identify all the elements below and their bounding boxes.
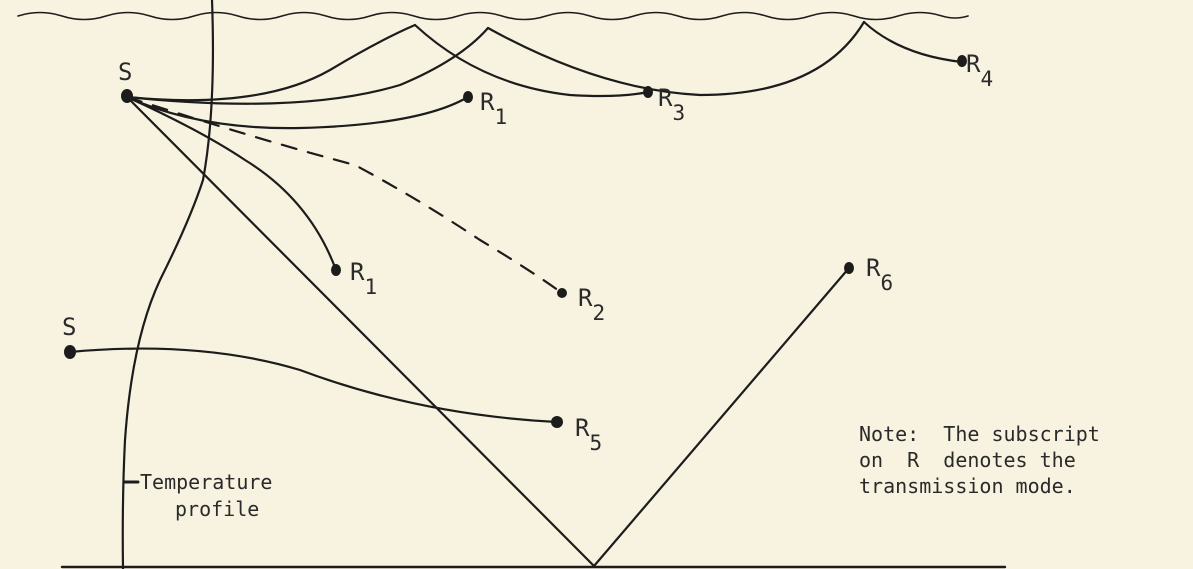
receiver-label-r3: R3 (658, 84, 685, 125)
sea-surface (17, 11, 969, 21)
receiver-label-r6: R6 (866, 254, 893, 295)
receiver-point-r2 (557, 288, 567, 298)
note-line-3: transmission mode. (859, 474, 1076, 498)
receiver-label-r1-upper: R1 (480, 88, 507, 129)
receiver-point-r5 (551, 416, 563, 428)
receiver-label-r4: R4 (966, 50, 993, 91)
path-mode-4-a (486, 20, 866, 97)
path-mode-5 (68, 347, 559, 424)
path-mode-6 (125, 95, 851, 568)
path-mode-2-dashed (125, 95, 564, 295)
receiver-label-r5: R5 (575, 414, 602, 455)
source-label-lower: S (62, 313, 76, 341)
receiver-label-r2: R2 (578, 284, 605, 325)
path-mode-3-b (413, 23, 650, 98)
temperature-profile-label-line1: Temperature (140, 470, 272, 494)
receiver-point-r3 (643, 86, 653, 98)
source-label-upper: S (118, 58, 132, 86)
source-point-upper (121, 89, 133, 103)
note-line-2: on R denotes the (859, 448, 1076, 472)
receiver-point-r1-upper (463, 91, 473, 103)
path-mode-1-upper (125, 95, 470, 130)
path-mode-1-lower (125, 95, 338, 272)
temperature-profile-label-line2: profile (175, 497, 259, 521)
note-line-1: Note: The subscript (859, 422, 1100, 446)
receiver-point-r6 (844, 262, 854, 274)
receiver-label-r1-lower: R1 (350, 258, 377, 299)
source-point-lower (64, 345, 76, 359)
receiver-point-r4 (957, 55, 967, 67)
path-mode-3-c (125, 26, 490, 105)
path-mode-3-a (125, 23, 417, 102)
path-mode-4-b (862, 20, 964, 64)
receiver-point-r1-lower (331, 264, 341, 276)
